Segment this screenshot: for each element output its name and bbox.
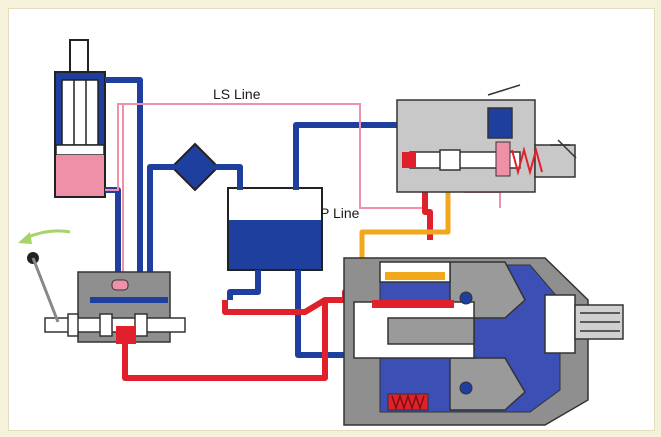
variable-displacement-pump (344, 258, 623, 425)
ls-line-label: LS Line (213, 86, 260, 102)
reservoir-tank (228, 188, 322, 270)
directional-control-valve (45, 272, 185, 344)
filter-diamond-icon (172, 144, 218, 190)
curved-arrow-icon (18, 231, 70, 244)
p-line-label: P Line (320, 205, 359, 221)
control-lever-icon (27, 252, 58, 322)
hydraulic-cylinder (55, 40, 105, 197)
pressure-compensator-valve (397, 85, 576, 192)
